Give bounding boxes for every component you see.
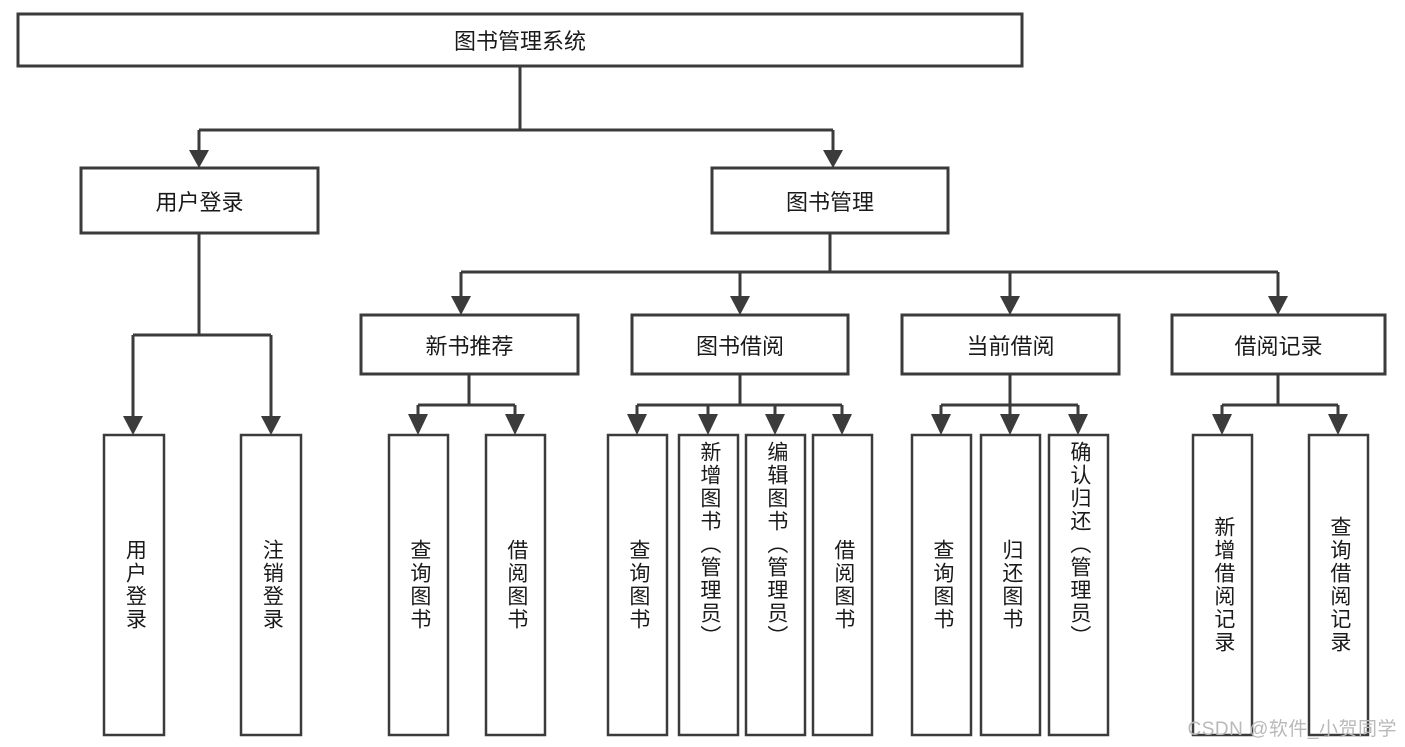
node-leaf-confirm-return[interactable] <box>1047 433 1110 737</box>
arrow-leaf-query-record <box>1328 414 1348 435</box>
node-leaf-query-book-3[interactable] <box>910 433 973 737</box>
node-user-login[interactable] <box>79 166 320 235</box>
arrow-leaf-edit-book <box>765 414 785 435</box>
node-leaf-add-record[interactable] <box>1191 433 1254 737</box>
node-new-book-recommend[interactable] <box>359 313 580 376</box>
node-current-borrow[interactable] <box>900 313 1121 376</box>
node-box-group <box>16 12 1387 737</box>
node-borrow-record[interactable] <box>1170 313 1387 376</box>
arrow-leaf-add-record <box>1212 414 1232 435</box>
connector-group <box>123 66 1348 435</box>
arrow-leaf-query-book-3 <box>931 414 951 435</box>
node-leaf-add-book[interactable] <box>677 433 740 737</box>
arrow-leaf-borrow-book-1 <box>505 414 525 435</box>
arrow-leaf-add-book <box>698 414 718 435</box>
arrow-leaf-borrow-book-2 <box>832 414 852 435</box>
node-leaf-user-login[interactable] <box>102 433 166 737</box>
arrow-leaf-user-logout <box>261 416 281 435</box>
arrow-to-new-book-recommend <box>451 296 471 315</box>
arrow-to-current-borrow <box>1000 296 1020 315</box>
arrow-leaf-query-book-2 <box>627 414 647 435</box>
node-leaf-query-record[interactable] <box>1307 433 1370 737</box>
arrow-leaf-query-book-1 <box>408 414 428 435</box>
node-book-borrow[interactable] <box>630 313 850 376</box>
node-leaf-query-book-1[interactable] <box>387 433 450 737</box>
node-leaf-borrow-book-2[interactable] <box>811 433 874 737</box>
arrow-to-user-login <box>189 150 209 168</box>
node-leaf-query-book-2[interactable] <box>606 433 669 737</box>
arrow-to-book-borrow <box>730 296 750 315</box>
arrow-leaf-confirm-return <box>1068 414 1088 435</box>
node-root[interactable] <box>16 12 1024 68</box>
csdn-watermark: CSDN @软件_小贺同学 <box>1187 719 1397 740</box>
node-book-manage[interactable] <box>710 166 950 235</box>
arrow-to-book-manage <box>823 150 843 168</box>
arrow-leaf-return-book <box>1000 414 1020 435</box>
node-leaf-edit-book[interactable] <box>744 433 807 737</box>
node-leaf-return-book[interactable] <box>979 433 1042 737</box>
arrow-leaf-user-login <box>123 416 143 435</box>
node-leaf-borrow-book-1[interactable] <box>484 433 547 737</box>
node-leaf-user-logout[interactable] <box>239 433 303 737</box>
arrow-to-borrow-record <box>1268 296 1288 315</box>
